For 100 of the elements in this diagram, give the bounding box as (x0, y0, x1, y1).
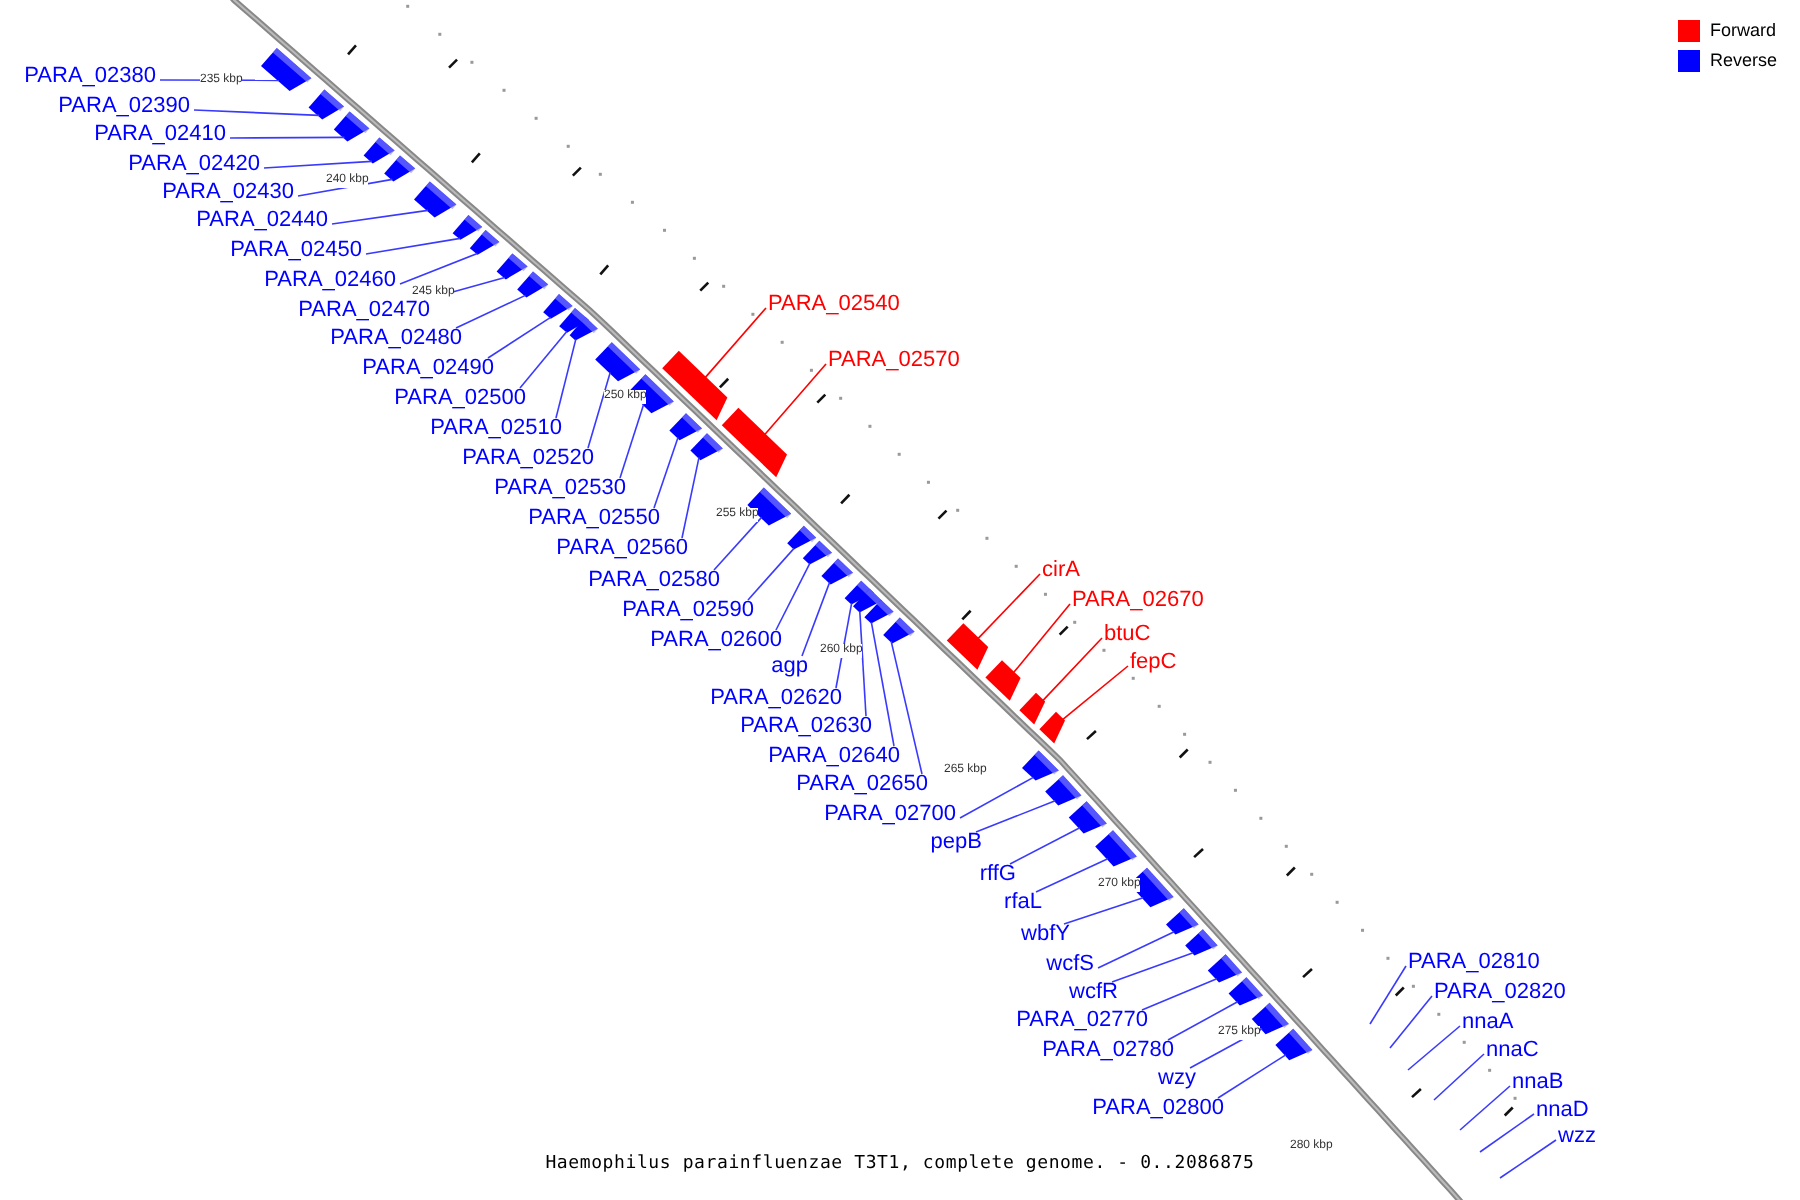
gene-block (787, 525, 817, 550)
gene-block (883, 617, 915, 644)
leader-line (870, 621, 895, 747)
leader-line (1217, 1054, 1287, 1099)
gene-label: cirA (1042, 558, 1080, 584)
leader-line (1009, 827, 1081, 865)
leader-line (835, 602, 853, 689)
gene-label: wcfS (1046, 952, 1094, 978)
gene-label: PARA_02580 (588, 568, 720, 594)
gene-label: PARA_02500 (394, 386, 526, 412)
gene-label: PARA_02570 (828, 348, 960, 374)
gene-label: wzy (1158, 1066, 1196, 1092)
gene-label: PARA_02590 (622, 598, 754, 624)
leader-line (1479, 1113, 1535, 1153)
gene-block (1275, 1028, 1313, 1061)
gene-block (669, 413, 702, 441)
gene-label: PARA_02490 (362, 356, 494, 382)
leader-line (1063, 897, 1144, 925)
gene-label: wcfR (1069, 980, 1118, 1006)
gene-label: nnaB (1512, 1070, 1564, 1096)
gene-block (517, 271, 549, 298)
gene-label: PARA_02460 (264, 268, 396, 294)
leader-line (1499, 1139, 1557, 1179)
gene-label: rfaL (1004, 890, 1042, 916)
gene-label: PARA_02810 (1408, 950, 1540, 976)
gene-block (802, 540, 832, 565)
gene-label: PARA_02530 (494, 476, 626, 502)
gene-block (1019, 692, 1046, 725)
leader-line (1141, 978, 1218, 1011)
gene-label: wbfY (1021, 922, 1070, 948)
leader-line (1111, 952, 1194, 983)
gene-block (363, 137, 395, 164)
gene-block (853, 588, 882, 613)
gene-label: PARA_02540 (768, 292, 900, 318)
gene-label: PARA_02410 (94, 122, 226, 148)
leader-line (890, 640, 923, 775)
gene-block (414, 181, 457, 218)
gene-block (864, 599, 894, 624)
leader-line (1389, 995, 1433, 1049)
gene-label: PARA_02600 (650, 628, 782, 654)
leader-line (365, 237, 461, 255)
gene-block (985, 660, 1021, 701)
leader-line (681, 456, 700, 539)
gene-label: nnaC (1486, 1038, 1539, 1064)
leader-line (519, 330, 568, 389)
gene-block (821, 558, 853, 585)
gene-label: PARA_02620 (710, 686, 842, 712)
gene-block (496, 253, 528, 280)
gene-label: PARA_02440 (196, 208, 328, 234)
leader-line (263, 160, 373, 169)
leader-line (1097, 931, 1175, 969)
gene-label: PARA_02630 (740, 714, 872, 740)
gene-label: pepB (930, 830, 982, 856)
gene-label: PARA_02430 (162, 180, 294, 206)
gene-label: PARA_02450 (230, 238, 362, 264)
leader-line (704, 307, 767, 379)
gene-label: nnaA (1462, 1010, 1514, 1036)
gene-label: PARA_02550 (528, 506, 660, 532)
gene-block (1185, 929, 1218, 956)
leader-line (619, 403, 645, 479)
gene-block (1095, 830, 1137, 867)
leader-line (747, 547, 795, 601)
leader-line (764, 363, 827, 436)
leader-line (555, 338, 577, 419)
leader-line (487, 316, 552, 359)
gene-block (690, 433, 723, 461)
gene-block (1068, 801, 1107, 834)
leader-line (1167, 1001, 1239, 1041)
gene-block (1022, 750, 1059, 781)
gene-block (469, 230, 500, 255)
gene-label: PARA_02640 (768, 744, 900, 770)
gene-block (543, 294, 573, 319)
gene-block (569, 317, 598, 341)
gene-label: PARA_02650 (796, 772, 928, 798)
leader-line (977, 573, 1041, 640)
leader-line (1035, 858, 1109, 893)
leader-line (1061, 665, 1129, 721)
leader-line (775, 562, 811, 631)
leader-line (859, 610, 867, 717)
gene-block (333, 111, 370, 142)
gene-block (946, 623, 989, 670)
gene-label: PARA_02780 (1042, 1038, 1174, 1064)
caption: Haemophilus parainfluenzae T3T1, complete genome. - 0..2086875 (543, 1154, 1257, 1174)
leader-line (193, 109, 320, 117)
leader-line (1407, 1025, 1461, 1071)
gene-block (261, 48, 312, 91)
gene-label: PARA_02560 (556, 536, 688, 562)
leader-line (587, 371, 611, 449)
gene-label: btuC (1104, 622, 1151, 648)
gene-label: PARA_02510 (430, 416, 562, 442)
leader-line (399, 252, 479, 285)
gene-label: PARA_02800 (1092, 1096, 1224, 1122)
gene-block (595, 342, 641, 382)
leader-line (975, 800, 1056, 833)
leader-line (1042, 637, 1103, 702)
gene-label: fepC (1130, 650, 1177, 676)
gene-label: PARA_02380 (24, 64, 156, 90)
gene-label: wzz (1558, 1124, 1596, 1150)
legend-label: Reverse (1710, 50, 1778, 72)
gene-block (1039, 711, 1065, 744)
